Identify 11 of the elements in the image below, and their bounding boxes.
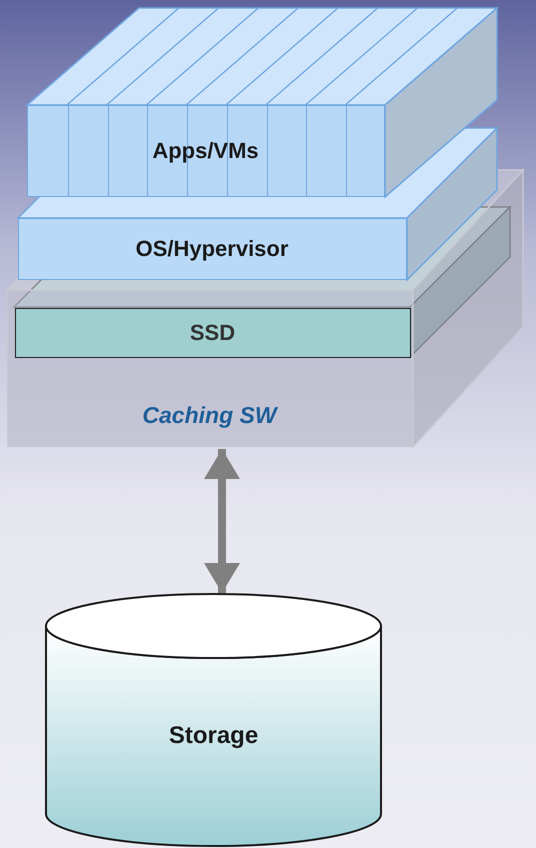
layer-block bbox=[18, 218, 407, 280]
storage-cylinder bbox=[45, 593, 382, 847]
layer-block bbox=[15, 308, 411, 358]
layer-label: OS/Hypervisor bbox=[134, 234, 290, 263]
layer-label: SSD bbox=[188, 318, 236, 346]
layer-label: Storage bbox=[168, 721, 260, 751]
layer-block bbox=[7, 290, 413, 447]
double-arrow bbox=[204, 449, 240, 593]
layer-label: Apps/VMs bbox=[151, 136, 260, 165]
layer-label: Caching SW bbox=[141, 400, 280, 430]
layer-block bbox=[27, 105, 385, 197]
